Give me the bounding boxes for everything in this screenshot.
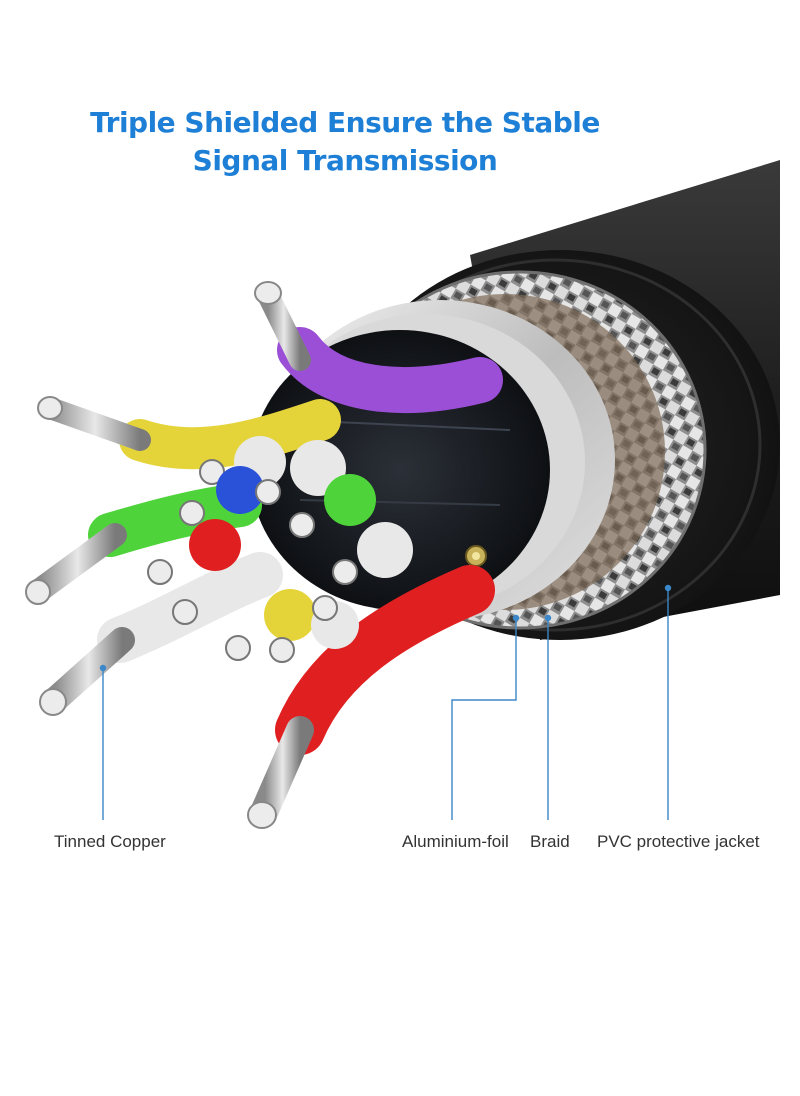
callout-lines — [99, 584, 672, 820]
label-braid: Braid — [530, 832, 570, 851]
inner-pairs — [147, 436, 413, 663]
wire-red-bottom — [247, 565, 495, 829]
drain-wire — [465, 545, 487, 567]
label-aluminium-foil: Aluminium-foil — [402, 832, 509, 851]
label-tinned-copper: Tinned Copper — [54, 832, 166, 851]
label-pvc-jacket: PVC protective jacket — [597, 832, 760, 851]
callout-line-aluminium-foil — [451, 618, 517, 820]
wire-yellow-left — [37, 396, 341, 470]
headline-line-1: Triple Shielded Ensure the Stable — [90, 106, 600, 139]
wire-purple — [254, 281, 503, 413]
headline: Triple Shielded Ensure the Stable Signal… — [0, 104, 690, 180]
headline-line-2: Signal Transmission — [192, 144, 498, 177]
